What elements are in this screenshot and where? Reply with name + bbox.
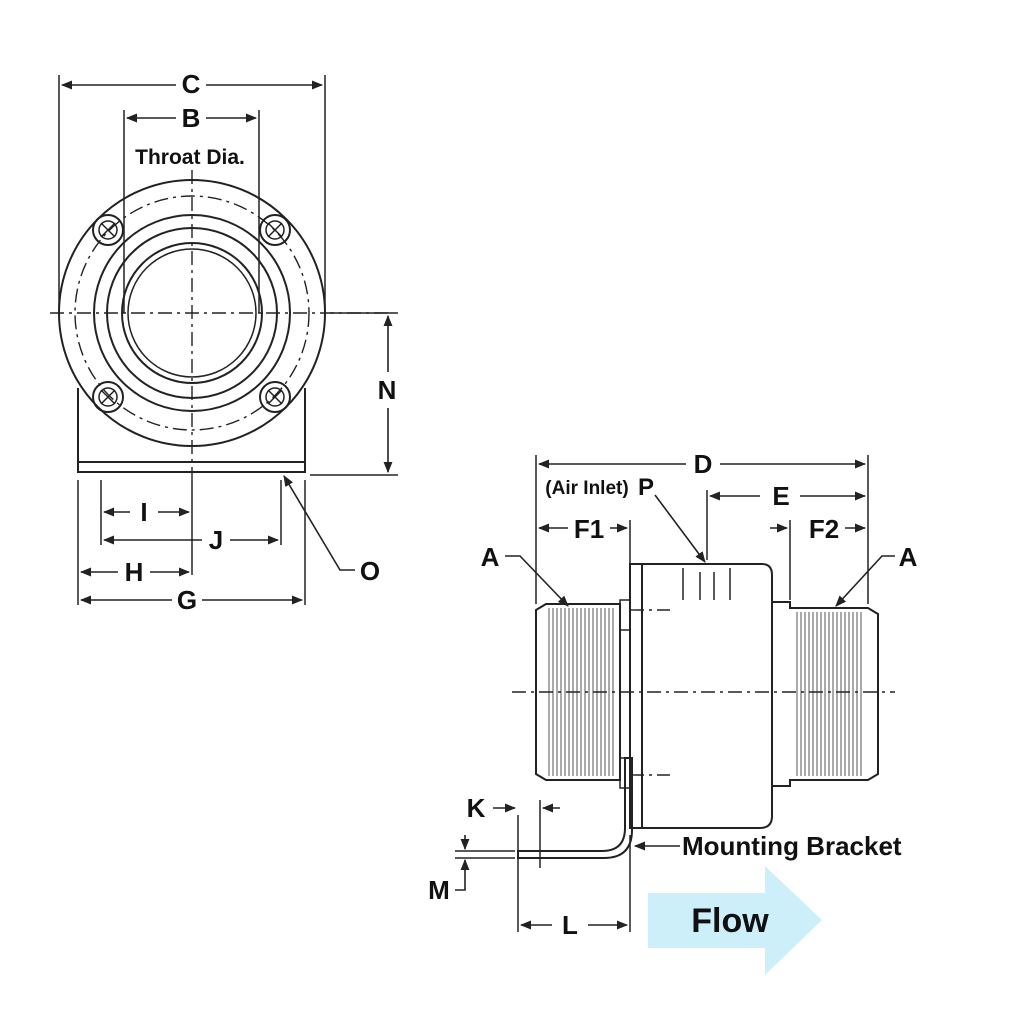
label-i: I [140, 497, 147, 527]
leader-a-left [505, 555, 569, 607]
label-k: K [467, 793, 486, 823]
dim-f1 [537, 520, 631, 564]
label-p: P [638, 474, 654, 501]
bolt-circle [74, 195, 310, 431]
dim-f2 [770, 520, 867, 600]
front-view [50, 75, 398, 605]
label-d: D [694, 449, 713, 479]
dim-d [535, 455, 869, 604]
bolt-hole-top-left [92, 214, 124, 246]
dim-k [493, 800, 560, 868]
label-a-left: A [481, 542, 500, 572]
label-air-inlet: (Air Inlet) [545, 478, 628, 499]
dim-c [58, 75, 326, 313]
bolt-hole-top-right [259, 214, 291, 246]
label-n: N [378, 375, 397, 405]
bolt-hole-bottom-left [92, 381, 124, 413]
label-l: L [562, 910, 578, 940]
dim-n [310, 312, 398, 476]
label-flow: Flow [691, 902, 769, 940]
label-f2: F2 [809, 514, 839, 544]
dim-l [517, 835, 631, 932]
label-f1: F1 [574, 514, 604, 544]
dim-b [123, 110, 260, 313]
label-o: O [360, 556, 380, 586]
label-mounting-bracket: Mounting Bracket [682, 831, 902, 861]
flow-arrow [648, 866, 822, 975]
label-g: G [177, 585, 197, 615]
label-j: J [209, 525, 223, 555]
leader-a-right [835, 555, 895, 607]
ejector-body [619, 563, 773, 829]
dim-lower-extensions [77, 480, 306, 605]
label-e: E [772, 481, 789, 511]
flange-inner-ring [93, 214, 291, 412]
label-c: C [182, 69, 201, 99]
leader-o [283, 475, 355, 571]
dim-e [706, 490, 867, 560]
label-m: M [428, 875, 450, 905]
label-throat-dia: Throat Dia. [135, 146, 245, 169]
dim-m [455, 835, 515, 891]
right-thread [771, 601, 879, 787]
side-view [455, 455, 895, 975]
label-a-right: A [899, 542, 918, 572]
bolt-holes [92, 214, 291, 413]
bolt-hole-bottom-right [259, 381, 291, 413]
leader-p [654, 494, 706, 563]
label-b: B [182, 103, 201, 133]
label-h: H [125, 557, 144, 587]
